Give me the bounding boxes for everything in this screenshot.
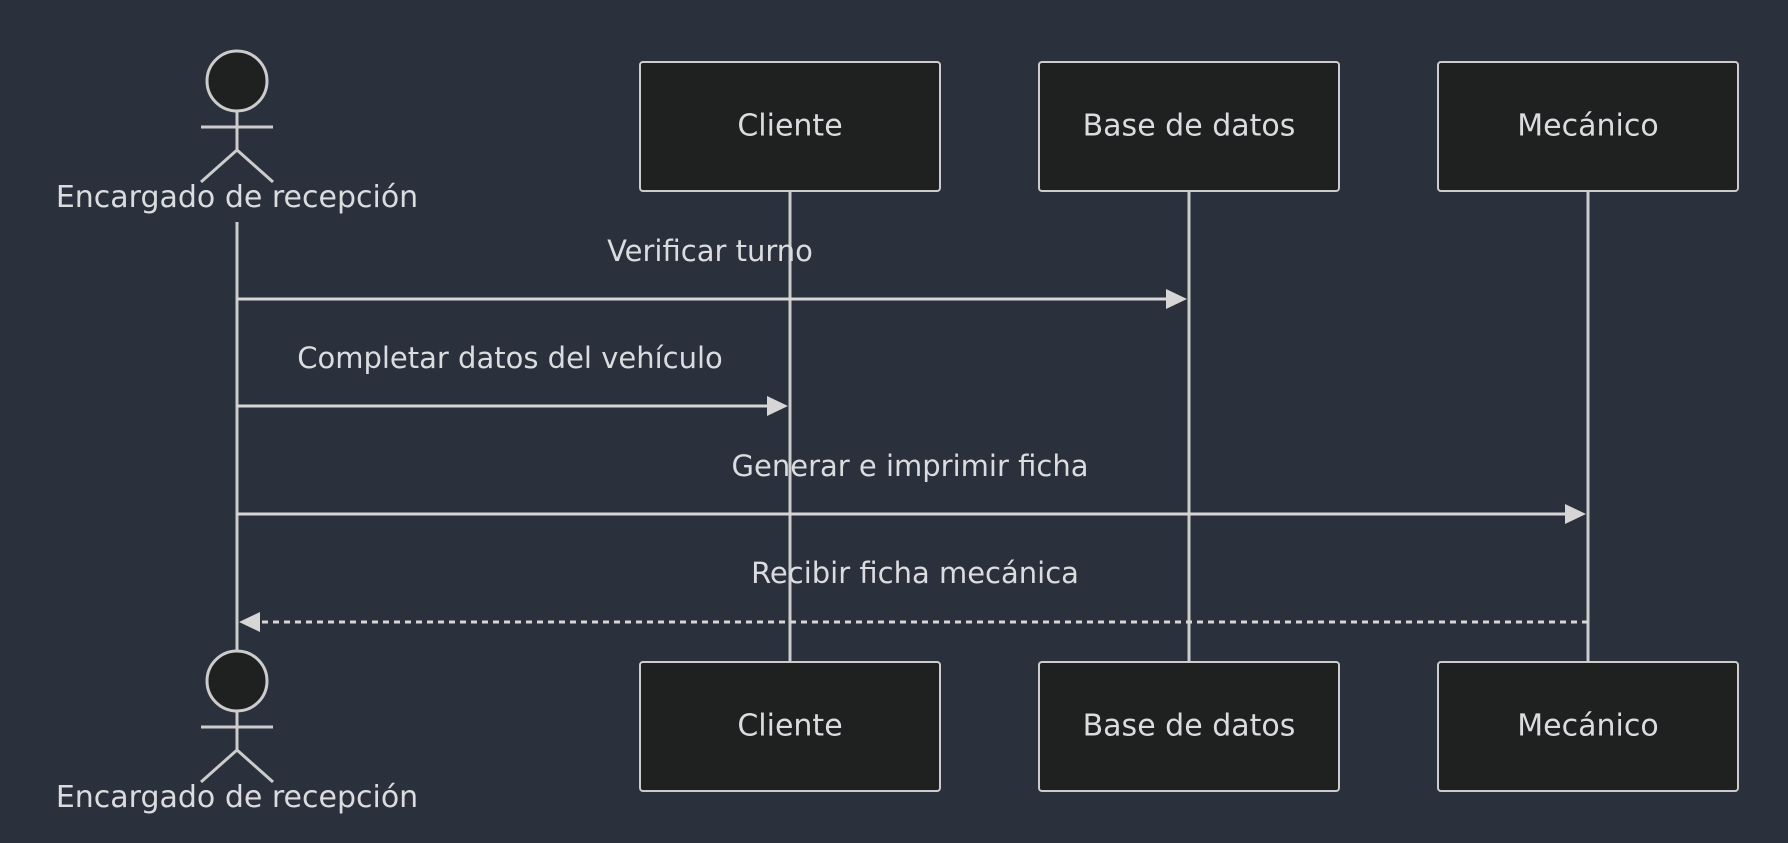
participant-box — [1437, 61, 1739, 192]
participant-label: Mecánico — [1517, 709, 1658, 744]
actor-reception-top: Encargado de recepción — [56, 49, 418, 215]
actor-left-leg — [200, 148, 238, 184]
arrowhead-icon — [1565, 504, 1586, 524]
participant-label: Cliente — [737, 709, 842, 744]
message-recibir-ficha: Recibir ficha mecánica — [239, 556, 1588, 632]
participant-label: Base de datos — [1083, 709, 1296, 744]
arrowhead-icon — [1166, 289, 1187, 309]
arrowhead-icon — [767, 396, 788, 416]
message-label: Verificar turno — [607, 234, 813, 268]
participant-box — [639, 661, 941, 792]
actor-label: Encargado de recepción — [56, 780, 418, 815]
participant-box — [639, 61, 941, 192]
participant-label: Base de datos — [1083, 109, 1296, 144]
message-generar-ficha: Generar e imprimir ficha — [237, 449, 1586, 524]
participant-box — [1038, 61, 1340, 192]
participant-box — [1437, 661, 1739, 792]
participant-label: Cliente — [737, 109, 842, 144]
participant-label: Mecánico — [1517, 109, 1658, 144]
message-label: Completar datos del vehículo — [297, 341, 723, 375]
actor-head — [205, 49, 269, 113]
actor-reception-bottom: Encargado de recepción — [56, 649, 418, 815]
participant-cliente-top: Cliente — [639, 61, 941, 192]
participant-cliente-bottom: Cliente — [639, 661, 941, 792]
message-label: Generar e imprimir ficha — [732, 449, 1089, 483]
actor-head — [205, 649, 269, 713]
participant-mecanico-bottom: Mecánico — [1437, 661, 1739, 792]
arrowhead-icon — [239, 612, 260, 632]
participant-mecanico-top: Mecánico — [1437, 61, 1739, 192]
participant-box — [1038, 661, 1340, 792]
actor-label: Encargado de recepción — [56, 180, 418, 215]
message-verificar-turno: Verificar turno — [237, 234, 1187, 309]
actor-right-leg — [236, 148, 274, 184]
actor-left-leg — [200, 748, 238, 784]
actor-right-leg — [236, 748, 274, 784]
participant-base-de-datos-bottom: Base de datos — [1038, 661, 1340, 792]
message-label: Recibir ficha mecánica — [751, 556, 1079, 590]
message-completar-datos: Completar datos del vehículo — [237, 341, 788, 416]
participant-base-de-datos-top: Base de datos — [1038, 61, 1340, 192]
